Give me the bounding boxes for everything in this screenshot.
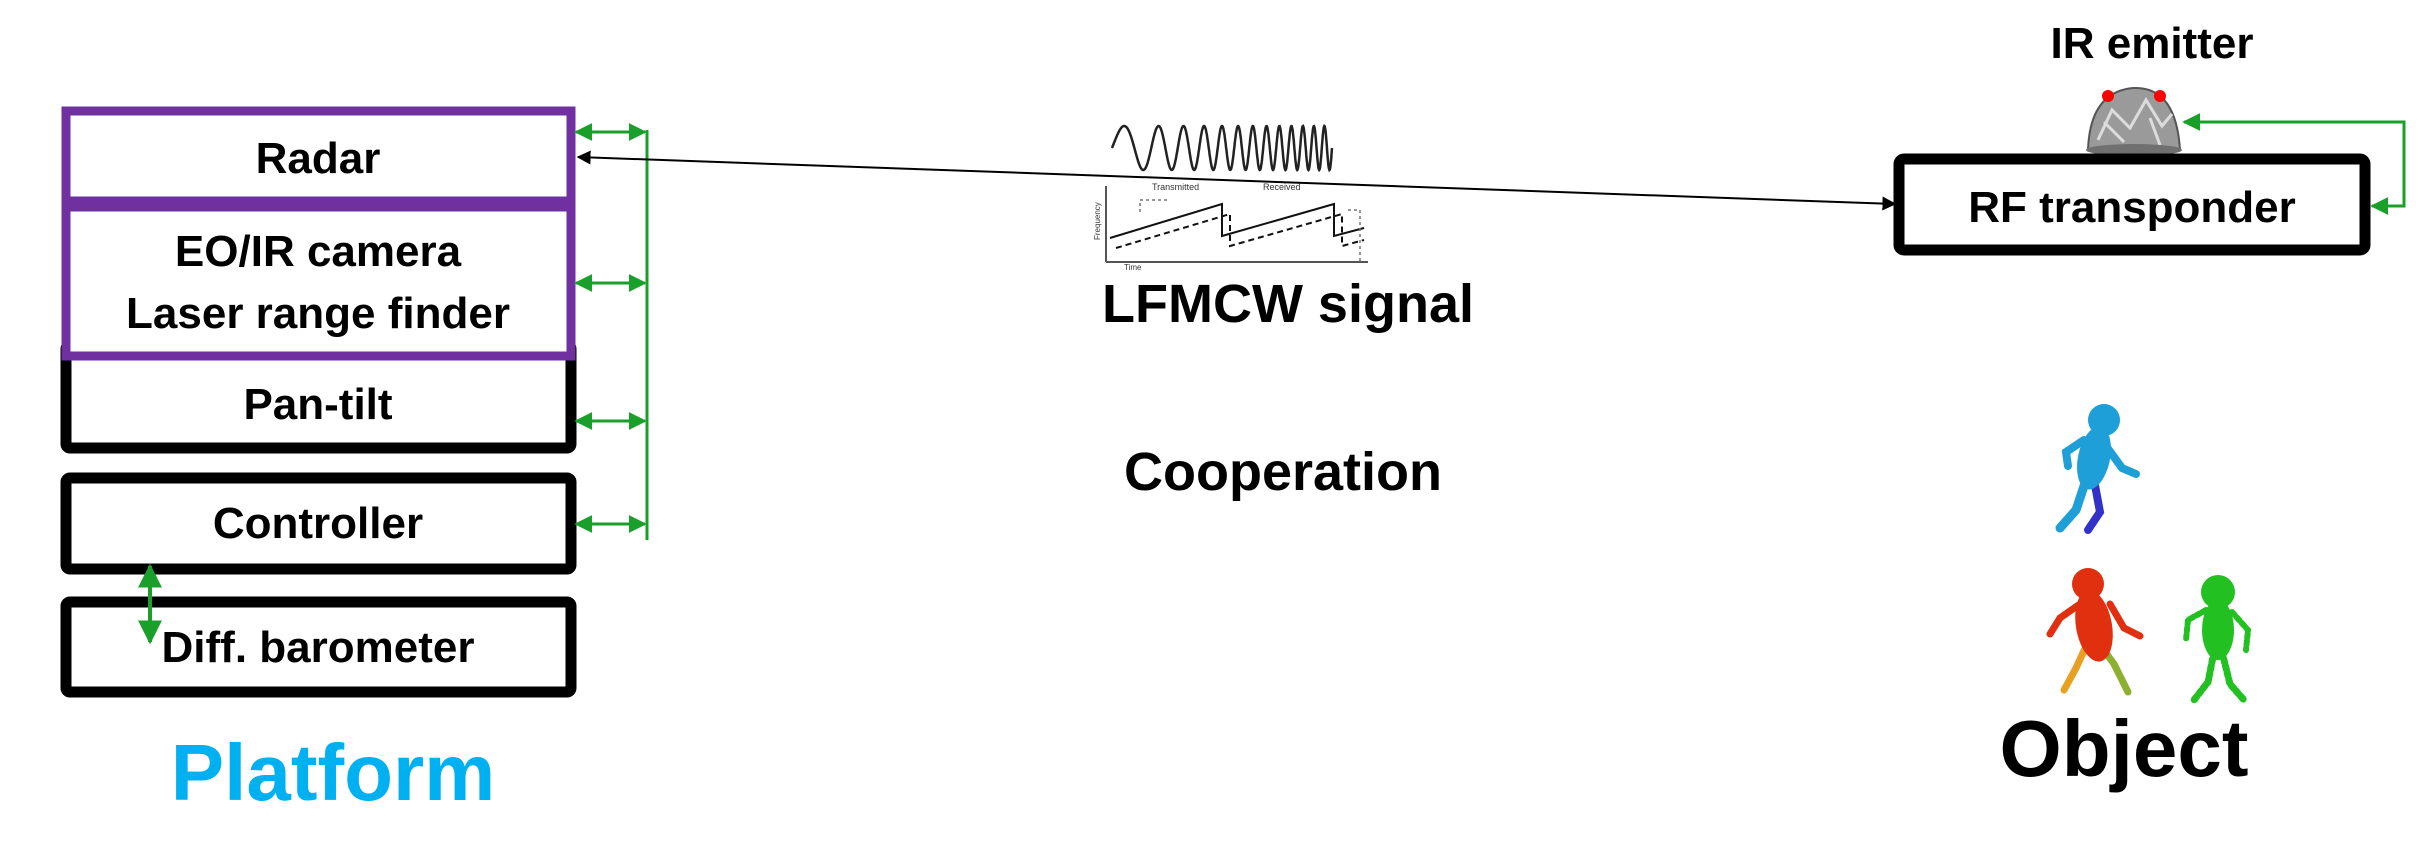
pan-tilt-label: Pan-tilt — [243, 380, 392, 429]
chart-bracket-left — [1139, 199, 1170, 212]
emitter-transponder-loop — [2182, 113, 2406, 215]
rf-transponder-label: RF transponder — [1968, 183, 2296, 232]
ir-emitter-device — [2086, 86, 2182, 156]
green-figure — [2183, 575, 2252, 704]
object-title: Object — [2000, 704, 2249, 793]
chart-axis-y-label: Frequency — [1093, 202, 1102, 240]
radar-transponder-link — [576, 150, 1897, 211]
chart-axis-x-label: Time — [1124, 263, 1142, 272]
barometer-box — [60, 596, 577, 698]
legend-transmitted: Transmitted — [1152, 182, 1199, 192]
platform-title: Platform — [171, 728, 496, 817]
cooperation-label: Cooperation — [1124, 442, 1442, 502]
controller-label: Controller — [213, 499, 423, 548]
eo-ir-box — [61, 202, 576, 361]
eo-ir-camera-label: EO/IR camera — [175, 227, 462, 276]
chart-bracket-right — [1348, 209, 1361, 262]
sawtooth-chart: Transmitted Received Frequency Time — [1093, 182, 1368, 272]
barometer-label: Diff. barometer — [162, 623, 475, 672]
red-figure — [2046, 568, 2144, 696]
platform-stack: Radar EO/IR camera Laser range finder Pa… — [60, 106, 649, 817]
legend-received: Received — [1263, 182, 1301, 192]
object-side: IR emitter RF transponder — [1893, 19, 2406, 793]
ir-emitter-label: IR emitter — [2051, 19, 2254, 68]
emitter-led-right — [2154, 90, 2166, 102]
lfmcw-signal-label: LFMCW signal — [1102, 274, 1474, 334]
chirp-waveform — [1110, 124, 1334, 173]
radar-label: Radar — [256, 134, 381, 183]
received-sawtooth — [1115, 212, 1365, 249]
controller-box — [60, 472, 577, 575]
lfmcw-signal-graphic: Transmitted Received Frequency Time LFMC… — [1093, 124, 1474, 334]
emitter-led-left — [2102, 90, 2114, 102]
laser-range-finder-label: Laser range finder — [126, 289, 510, 338]
transmitted-sawtooth — [1109, 202, 1365, 239]
blue-figure — [2055, 404, 2140, 534]
radar-box — [61, 106, 576, 206]
